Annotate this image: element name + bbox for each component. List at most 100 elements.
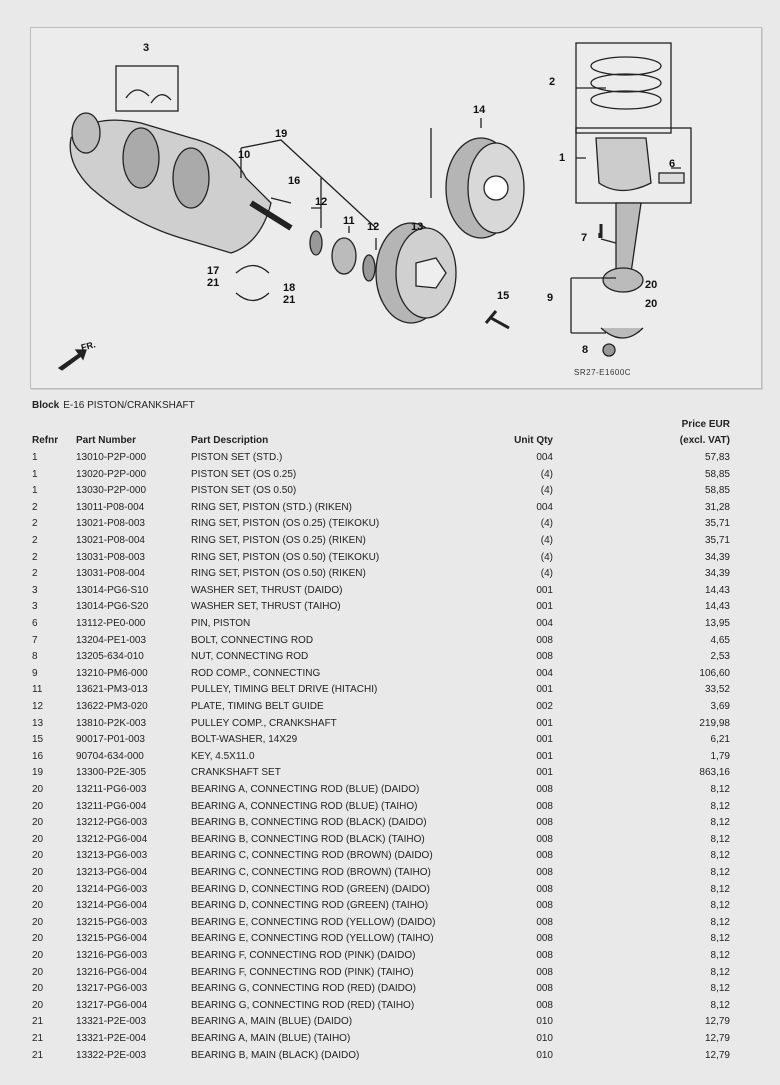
cell-part-description: CRANKSHAFT SET — [191, 767, 281, 779]
cell-part-number: 13213-PG6-003 — [76, 850, 148, 862]
cell-price: 35,71 — [704, 535, 730, 546]
cell-unit-qty: 008 — [536, 999, 553, 1011]
cell-part-number: 13010-P2P-000 — [76, 452, 147, 463]
cell-price: 8,12 — [710, 983, 730, 995]
cell-price: 2,53 — [710, 651, 730, 663]
diagram-code: SR27-E1600C — [574, 368, 632, 377]
cell-refnr: 20 — [32, 983, 44, 995]
cell-refnr: 20 — [32, 784, 44, 795]
cell-unit-qty: (4) — [540, 468, 553, 480]
cell-refnr: 8 — [32, 651, 38, 663]
cell-part-description: PISTON SET (OS 0.25) — [191, 468, 297, 480]
cell-refnr: 2 — [32, 551, 38, 563]
cell-refnr: 15 — [32, 734, 44, 746]
callout-20a: 20 — [645, 279, 658, 291]
cell-part-description: BEARING A, CONNECTING ROD (BLUE) (TAIHO) — [191, 800, 418, 812]
cell-part-number: 13213-PG6-004 — [76, 867, 148, 878]
cell-price: 34,39 — [704, 551, 730, 563]
cell-part-description: BEARING C, CONNECTING ROD (BROWN) (TAIHO… — [191, 867, 431, 878]
cell-price: 8,12 — [710, 817, 730, 829]
cell-refnr: 11 — [32, 684, 43, 696]
cell-price: 14,43 — [704, 601, 730, 613]
cell-price: 13,95 — [704, 618, 730, 629]
cell-price: 8,12 — [710, 883, 730, 895]
cell-part-number: 13217-PG6-004 — [76, 999, 148, 1011]
cell-part-description: BEARING B, CONNECTING ROD (BLACK) (TAIHO… — [191, 833, 425, 845]
header-price-vat: (excl. VAT) — [679, 435, 730, 446]
cell-unit-qty: 008 — [536, 634, 553, 646]
cell-unit-qty: (4) — [540, 485, 553, 497]
callout-3: 3 — [143, 42, 150, 54]
cell-part-number: 13215-PG6-004 — [76, 933, 148, 945]
cell-unit-qty: 008 — [536, 966, 553, 978]
cell-part-number: 13321-P2E-003 — [76, 1016, 147, 1028]
cell-part-description: BOLT, CONNECTING ROD — [191, 634, 314, 646]
cell-price: 8,12 — [710, 784, 730, 795]
cell-part-description: BEARING A, MAIN (BLUE) (TAIHO) — [191, 1033, 351, 1044]
cell-part-description: BOLT-WASHER, 14X29 — [191, 734, 298, 746]
cell-part-number: 13021-P08-004 — [76, 535, 145, 546]
table-row: 21 13321-P2E-003 BEARING A, MAIN (BLUE) (D… — [0, 1016, 780, 1032]
cell-unit-qty: 008 — [536, 867, 553, 878]
cell-part-number: 13300-P2E-305 — [76, 767, 147, 779]
cell-part-description: BEARING D, CONNECTING ROD (GREEN) (TAIHO… — [191, 900, 429, 912]
cell-refnr: 20 — [32, 966, 44, 978]
cell-refnr: 2 — [32, 501, 38, 513]
cell-refnr: 20 — [32, 883, 44, 895]
cell-part-description: RING SET, PISTON (OS 0.25) (RIKEN) — [191, 535, 366, 546]
cell-part-description: BEARING B, MAIN (BLACK) (DAIDO) — [191, 1049, 360, 1061]
callout-16: 16 — [288, 175, 301, 187]
cell-refnr: 20 — [32, 916, 44, 928]
cell-price: 8,12 — [710, 900, 730, 912]
callout-7: 7 — [581, 232, 588, 244]
header-refnr: Refnr — [32, 435, 59, 446]
cell-refnr: 21 — [32, 1016, 44, 1028]
cell-price: 8,12 — [710, 999, 730, 1011]
callout-1: 1 — [559, 152, 566, 164]
cell-part-description: BEARING D, CONNECTING ROD (GREEN) (DAIDO… — [191, 883, 430, 895]
cell-price: 219,98 — [699, 717, 730, 729]
cell-refnr: 20 — [32, 800, 44, 812]
cell-part-description: BEARING B, CONNECTING ROD (BLACK) (DAIDO… — [191, 817, 427, 829]
cell-price: 12,79 — [704, 1033, 730, 1044]
cell-unit-qty: 008 — [536, 916, 553, 928]
cell-unit-qty: (4) — [540, 551, 553, 563]
cell-part-description: NUT, CONNECTING ROD — [191, 651, 309, 663]
cell-refnr: 20 — [32, 999, 44, 1011]
cell-part-number: 13214-PG6-003 — [76, 883, 148, 895]
cell-unit-qty: (4) — [540, 518, 553, 530]
cell-unit-qty: 008 — [536, 900, 553, 912]
cell-refnr: 2 — [32, 568, 38, 580]
cell-part-description: BEARING E, CONNECTING ROD (YELLOW) (TAIH… — [191, 933, 434, 945]
cell-unit-qty: 004 — [536, 667, 553, 679]
cell-unit-qty: 001 — [536, 767, 553, 779]
cell-unit-qty: 001 — [536, 734, 553, 746]
cell-price: 1,79 — [710, 750, 730, 762]
cell-unit-qty: 008 — [536, 850, 553, 862]
cell-refnr: 7 — [32, 634, 38, 646]
cell-part-number: 13216-PG6-004 — [76, 966, 148, 978]
callout-13: 13 — [411, 221, 424, 233]
cell-part-number: 13021-P08-003 — [76, 518, 145, 530]
cell-refnr: 1 — [32, 468, 38, 480]
cell-part-description: PULLEY COMP., CRANKSHAFT — [191, 717, 337, 729]
cell-unit-qty: 008 — [536, 833, 553, 845]
cell-part-description: BEARING A, MAIN (BLUE) (DAIDO) — [191, 1016, 353, 1028]
cell-price: 12,79 — [704, 1049, 730, 1061]
